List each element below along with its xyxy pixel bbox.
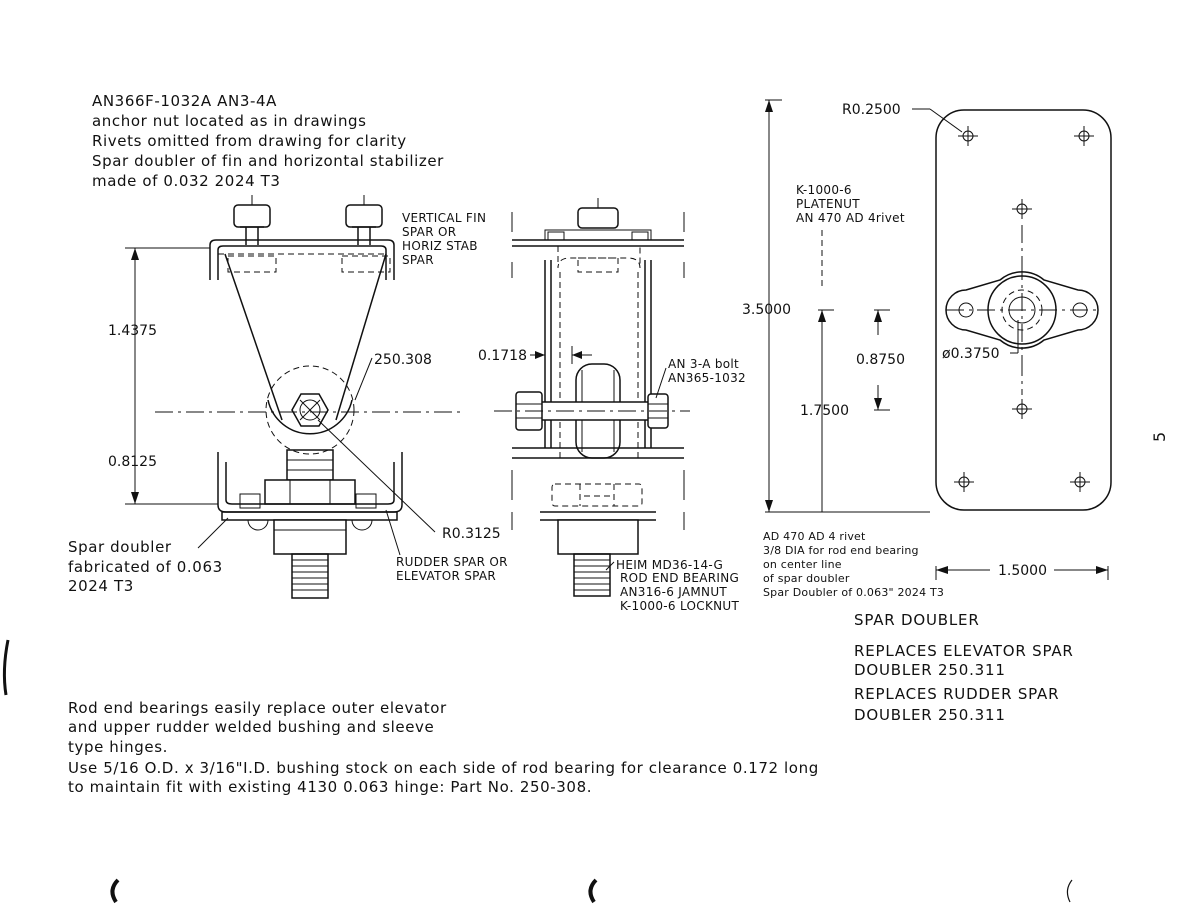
svg-text:VERTICAL FIN: VERTICAL FIN bbox=[402, 211, 486, 225]
binder-mark-right bbox=[1066, 879, 1073, 903]
note-material: made of 0.032 2024 T3 bbox=[92, 172, 281, 190]
svg-text:AN316-6 JAMNUT: AN316-6 JAMNUT bbox=[620, 585, 727, 599]
title-spar-doubler: SPAR DOUBLER bbox=[854, 611, 980, 629]
hinge-bracket-left-edge bbox=[224, 253, 283, 421]
dim-0-8750: 0.8750 bbox=[856, 352, 905, 368]
svg-text:PLATENUT: PLATENUT bbox=[796, 197, 860, 211]
bolt-head-right bbox=[345, 204, 383, 228]
svg-text:fabricated of 0.063: fabricated of 0.063 bbox=[68, 558, 223, 576]
title-doubler-rudder: DOUBLER 250.311 bbox=[854, 706, 1006, 724]
bolt-head-side bbox=[577, 207, 619, 229]
note-anchor-nut: anchor nut located as in drawings bbox=[92, 112, 367, 130]
title-replaces-rudder: REPLACES RUDDER SPAR bbox=[854, 685, 1059, 703]
svg-text:HORIZ STAB: HORIZ STAB bbox=[402, 239, 478, 253]
svg-text:K-1000-6: K-1000-6 bbox=[796, 183, 852, 197]
svg-text:Spar Doubler of 0.063" 2024 T3: Spar Doubler of 0.063" 2024 T3 bbox=[763, 586, 944, 599]
bolt-hex-front bbox=[291, 393, 329, 427]
label-an3-bolt: AN 3-A bolt AN365-1032 bbox=[668, 357, 746, 385]
bolt-head-left bbox=[233, 204, 271, 228]
svg-text:K-1000-6 LOCKNUT: K-1000-6 LOCKNUT bbox=[620, 599, 739, 613]
title-block: SPAR DOUBLER REPLACES ELEVATOR SPAR DOUB… bbox=[854, 611, 1074, 724]
rod-end-circle bbox=[265, 365, 355, 455]
svg-text:of spar doubler: of spar doubler bbox=[763, 572, 850, 585]
bottom-notes: Rod end bearings easily replace outer el… bbox=[68, 699, 819, 796]
note-part-numbers: AN366F-1032A AN3-4A bbox=[92, 92, 277, 110]
svg-text:AD 470 AD 4 rivet: AD 470 AD 4 rivet bbox=[763, 530, 866, 543]
label-r0-3125: R0.3125 bbox=[442, 526, 501, 542]
side-view: 0.1718 AN 3-A bolt AN365-1032 HEIM MD36-… bbox=[478, 198, 746, 613]
rivet-marks bbox=[954, 126, 1094, 492]
label-heim-rod-end: HEIM MD36-14-G ROD END BEARING AN316-6 J… bbox=[616, 558, 739, 613]
top-notes: AN366F-1032A AN3-4A anchor nut located a… bbox=[92, 92, 444, 190]
dim-1-5000: 1.5000 bbox=[998, 563, 1047, 579]
note-bushing: Use 5/16 O.D. x 3/16"I.D. bushing stock … bbox=[68, 759, 819, 777]
platenut-outline bbox=[945, 271, 1099, 349]
spar-doubler-plate bbox=[935, 109, 1112, 511]
label-rudder-spar: RUDDER SPAR OR ELEVATOR SPAR bbox=[396, 555, 508, 583]
note-rivets-omitted: Rivets omitted from drawing for clarity bbox=[92, 132, 407, 150]
dim-3-5000: 3.5000 bbox=[742, 302, 791, 318]
dim-0-1718: 0.1718 bbox=[478, 348, 527, 364]
svg-text:AN365-1032: AN365-1032 bbox=[668, 371, 746, 385]
svg-text:on center line: on center line bbox=[763, 558, 842, 571]
dim-0-8125: 0.8125 bbox=[108, 454, 157, 470]
locknut-front bbox=[273, 519, 347, 555]
top-spar-channel bbox=[209, 239, 395, 280]
rod-end-shank bbox=[286, 449, 334, 481]
svg-text:SPAR OR: SPAR OR bbox=[402, 225, 456, 239]
anchor-nut-right bbox=[341, 255, 391, 273]
note-rod-end-2: and upper rudder welded bushing and slee… bbox=[68, 718, 434, 736]
svg-text:HEIM MD36-14-G: HEIM MD36-14-G bbox=[616, 558, 723, 572]
note-rod-end-1: Rod end bearings easily replace outer el… bbox=[68, 699, 447, 717]
label-250-308: 250.308 bbox=[374, 352, 432, 368]
page-number: 5 bbox=[1150, 432, 1169, 442]
title-replaces-elevator: REPLACES ELEVATOR SPAR bbox=[854, 642, 1074, 660]
svg-text:SPAR: SPAR bbox=[402, 253, 434, 267]
scan-artifact-left bbox=[2, 639, 10, 696]
svg-text:RUDDER SPAR OR: RUDDER SPAR OR bbox=[396, 555, 508, 569]
label-spar-doubler-fabricated: Spar doubler fabricated of 0.063 2024 T3 bbox=[68, 538, 223, 595]
svg-text:Spar doubler: Spar doubler bbox=[68, 538, 172, 556]
binder-mark-center bbox=[588, 878, 598, 904]
front-view: 1.4375 0.8125 250.308 R0.3125 VERTICAL F… bbox=[68, 195, 508, 599]
svg-text:AN 3-A bolt: AN 3-A bolt bbox=[668, 357, 739, 371]
note-rod-end-3: type hinges. bbox=[68, 738, 168, 756]
plate-view: R0.2500 ø0.3750 K-1000-6 PLATENUT AN 470… bbox=[742, 99, 1112, 599]
hinge-bracket-right-edge bbox=[335, 253, 387, 421]
svg-text:AN 470 AD 4rivet: AN 470 AD 4rivet bbox=[796, 211, 905, 225]
svg-text:ELEVATOR SPAR: ELEVATOR SPAR bbox=[396, 569, 496, 583]
dim-1-7500: 1.7500 bbox=[800, 403, 849, 419]
label-platenut: K-1000-6 PLATENUT AN 470 AD 4rivet bbox=[796, 183, 905, 225]
svg-text:3/8 DIA for rod end bearing: 3/8 DIA for rod end bearing bbox=[763, 544, 919, 557]
spar-doubler-front bbox=[221, 511, 398, 521]
title-doubler-elevator: DOUBLER 250.311 bbox=[854, 661, 1006, 679]
threaded-stud-side bbox=[573, 553, 611, 597]
threaded-stud-front bbox=[291, 553, 329, 599]
label-rivet-note: AD 470 AD 4 rivet 3/8 DIA for rod end be… bbox=[763, 530, 944, 599]
label-vertical-fin-spar: VERTICAL FIN SPAR OR HORIZ STAB SPAR bbox=[402, 211, 486, 267]
svg-text:2024 T3: 2024 T3 bbox=[68, 577, 134, 595]
binder-mark-left bbox=[110, 878, 120, 904]
label-r0-2500: R0.2500 bbox=[842, 102, 901, 118]
label-dia-0-3750: ø0.3750 bbox=[942, 346, 1000, 362]
svg-text:ROD END BEARING: ROD END BEARING bbox=[620, 571, 739, 585]
locknut-side bbox=[557, 519, 639, 555]
dim-1-4375: 1.4375 bbox=[108, 323, 157, 339]
note-maintain-fit: to maintain fit with existing 4130 0.063… bbox=[68, 778, 592, 796]
jam-nut-front bbox=[264, 479, 356, 505]
anchor-nut-left bbox=[227, 255, 277, 273]
note-spar-doubler: Spar doubler of fin and horizontal stabi… bbox=[92, 152, 444, 170]
